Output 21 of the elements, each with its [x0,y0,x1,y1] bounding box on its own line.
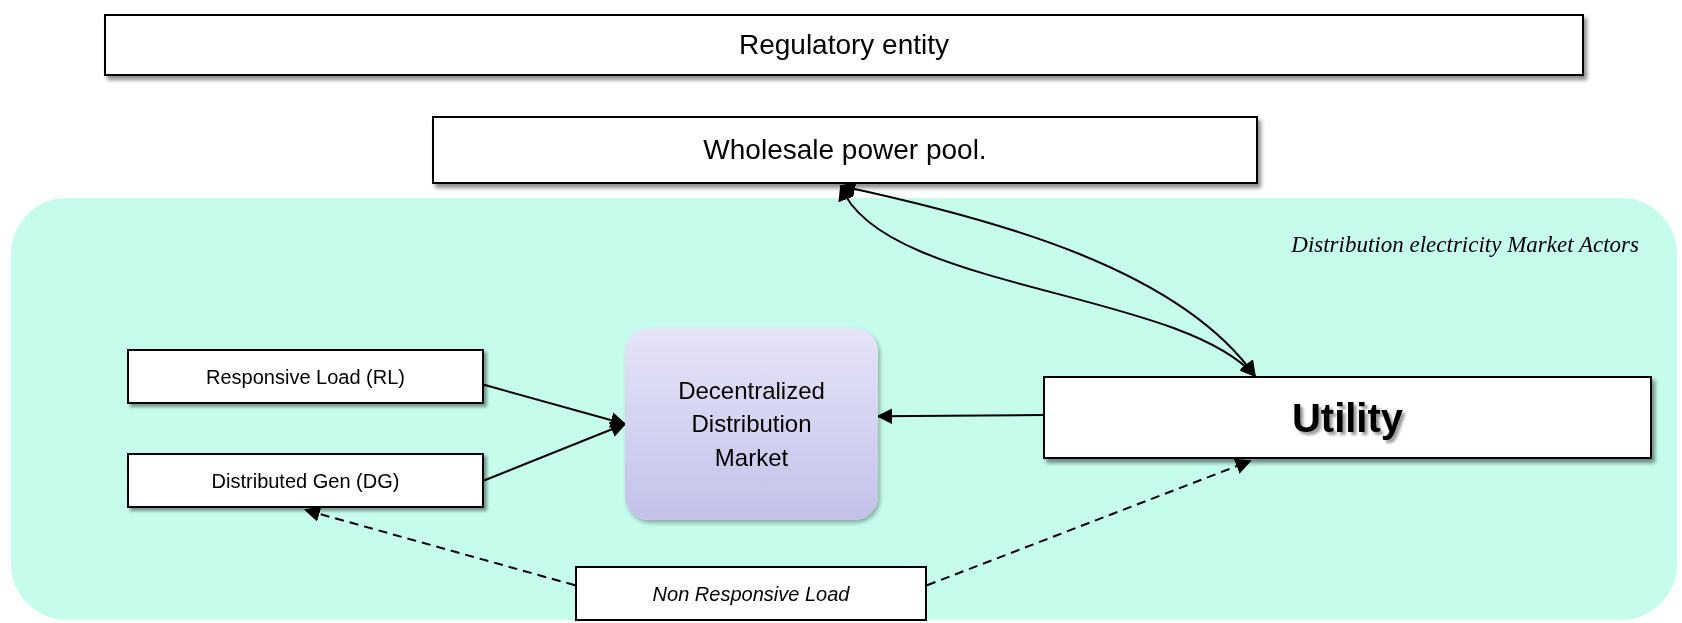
market-region [11,198,1677,620]
pool-box [432,116,1258,184]
arrow [483,383,627,428]
box-label: Utility [1291,394,1404,442]
box-label: Responsive Load (RL) [206,364,405,390]
utility-box [1043,376,1652,459]
actor-box [127,349,484,404]
actor-box [127,453,484,508]
box-label: Wholesale power pool. [703,133,987,167]
dashed-arrow [303,506,576,587]
dashed-arrow [926,458,1252,587]
entity-box [104,14,1584,76]
market-box [625,328,878,520]
arrow [483,421,627,482]
box-label: Decentralized Distribution Market [677,375,826,473]
box-label: Non Responsive Load [652,581,850,607]
box-label: Distributed Gen (DG) [211,468,400,494]
actor-box [575,566,927,621]
region-heading: Distribution electricity Market Actors [1291,231,1639,259]
box-label: Regulatory entity [738,28,950,62]
arrow [876,408,1044,425]
